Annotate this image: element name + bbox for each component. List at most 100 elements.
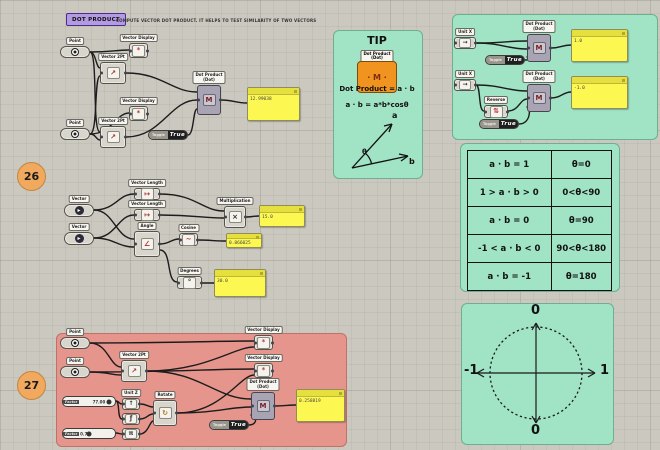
panel-value: 15.0 <box>262 214 273 220</box>
panel-c[interactable]: 0.258819 <box>296 389 345 422</box>
vector-2pt-b[interactable]: Vector 2Pt↗ <box>98 117 128 148</box>
vector-display-c2[interactable]: Vector Display* <box>244 354 283 378</box>
reverse-node-icon: ⇅ <box>489 105 503 118</box>
dot-product-c-icon: M <box>256 400 270 412</box>
vector-display-a-label: Vector Display <box>119 34 158 42</box>
multiplication-node[interactable]: Multiplication× <box>216 197 254 228</box>
panel-value: 0.866025 <box>229 240 251 246</box>
panel-b3[interactable]: 30.0 <box>214 269 266 297</box>
point-a2[interactable]: Point <box>60 119 90 140</box>
point-icon <box>71 48 79 56</box>
toggle-c[interactable]: ToggleToggleTrue <box>209 420 249 430</box>
toggle-r1[interactable]: ToggleToggleTrue <box>485 55 525 65</box>
angle-node[interactable]: Angle∠ <box>134 222 160 257</box>
panel-a[interactable]: 12.99038 <box>247 87 300 121</box>
dot-product-r1[interactable]: Dot Product (Dot)M <box>522 20 556 62</box>
toggle-name: Toggle <box>486 56 505 64</box>
point-c1[interactable]: Point <box>60 328 90 349</box>
vector-icon: ▸ <box>74 206 84 215</box>
dot-range-diagram-panel[interactable]: 0 0 -1 1 <box>461 303 612 443</box>
dot-product-a[interactable]: Dot Product (Dot)M <box>192 71 226 115</box>
wire <box>125 72 198 93</box>
circle-label-left: -1 <box>464 363 479 378</box>
vector-length-2[interactable]: Vector Length↦ <box>128 200 166 221</box>
multiplication-node-label: Multiplication <box>216 197 254 205</box>
reverse-node[interactable]: Reverse⇅ <box>483 96 509 118</box>
dot-product-c[interactable]: Dot Product (Dot)M <box>246 378 280 420</box>
cosine-node[interactable]: Cosine~ <box>178 224 199 246</box>
toggle-value[interactable]: True <box>228 421 248 429</box>
cosine-node-icon: ~ <box>182 233 195 246</box>
panel-b2[interactable]: 0.866025 <box>226 233 262 248</box>
tip-component-label: Dot Product (Dot) <box>360 50 394 63</box>
dot-value-cell: -1 < a · b < 0 <box>467 234 552 263</box>
reverse-node-label: Reverse <box>483 96 509 104</box>
vector-2pt-a[interactable]: Vector 2Pt↗ <box>98 53 128 84</box>
group-number-badge-27[interactable]: 27 <box>17 371 46 400</box>
circle-label-bottom: 0 <box>531 423 541 438</box>
toggle-value[interactable]: True <box>504 56 524 64</box>
page-subtitle: COMPUTE VECTOR DOT PRODUCT. IT HELPS TO … <box>116 17 317 23</box>
vector-display-c1[interactable]: Vector Display* <box>244 326 283 350</box>
point-a1[interactable]: Point <box>60 37 90 58</box>
vector-b1[interactable]: Vector▸ <box>64 195 94 217</box>
group-number-badge-26[interactable]: 26 <box>17 162 46 191</box>
expression-node[interactable]: ƒ <box>122 413 140 425</box>
tip-vector-diagram: a b θ <box>336 111 418 174</box>
panel-header <box>260 206 304 213</box>
vector-b2[interactable]: Vector▸ <box>64 223 94 245</box>
point-c2[interactable]: Point <box>60 357 90 378</box>
slider-value: 0.75 <box>80 431 91 436</box>
toggle-value[interactable]: True <box>498 120 518 128</box>
vector-length-1-label: Vector Length <box>128 179 166 187</box>
unit-x-2-label: Unit X <box>455 70 475 78</box>
unit-x-1[interactable]: Unit X→ <box>454 28 476 49</box>
wire <box>89 133 101 141</box>
vector-length-2-icon: ↦ <box>140 209 154 221</box>
point-icon <box>71 339 79 347</box>
pi-node[interactable]: π <box>122 428 140 440</box>
toggle-value[interactable]: True <box>167 131 187 139</box>
rotate-node[interactable]: Rotate↻ <box>153 391 177 426</box>
unit-circle-sketch <box>476 322 596 424</box>
point-c1-label: Point <box>66 328 84 336</box>
vector-display-a[interactable]: Vector Display* <box>119 34 158 58</box>
slider-handle[interactable] <box>86 431 92 436</box>
panel-r2[interactable]: -1.0 <box>571 76 628 109</box>
toggle-r2[interactable]: ToggleToggleTrue <box>479 119 519 129</box>
vector-display-b[interactable]: Vector Display* <box>119 97 158 121</box>
toggle-a[interactable]: ToggleToggleTrue <box>148 130 188 140</box>
panel-header <box>572 77 627 84</box>
toggle-name: Toggle <box>480 120 499 128</box>
dot-product-a-label: Dot Product (Dot) <box>192 71 226 84</box>
panel-header <box>297 390 344 397</box>
panel-header <box>248 88 299 95</box>
angle-node-label: Angle <box>137 222 157 230</box>
panel-b1[interactable]: 15.0 <box>259 205 305 227</box>
group-tip[interactable] <box>333 30 423 179</box>
wire <box>89 49 130 53</box>
wire <box>93 237 135 248</box>
wire <box>93 214 135 239</box>
degrees-node[interactable]: Degrees° <box>177 267 202 289</box>
unit-z-node[interactable]: Unit Z↑ <box>121 389 141 410</box>
panel-r1[interactable]: 1.0 <box>571 29 628 62</box>
slider-handle[interactable] <box>106 399 112 404</box>
unit-x-2[interactable]: Unit X→ <box>454 70 476 91</box>
angle-value-cell: θ=0 <box>550 150 613 179</box>
vector-2pt-a-icon: ↗ <box>106 67 120 79</box>
expression-node-icon: ƒ <box>125 414 137 424</box>
wire <box>197 239 227 242</box>
dot-product-r2[interactable]: Dot Product (Dot)M <box>522 70 556 112</box>
wire <box>93 209 135 240</box>
panel-header <box>572 30 627 37</box>
vector-2pt-c[interactable]: Vector 2Pt↗ <box>119 351 149 382</box>
tip-panel[interactable]: TIP Dot Product (Dot) M Dot Product = a … <box>333 30 421 177</box>
vector-length-1[interactable]: Vector Length↦ <box>128 179 166 200</box>
